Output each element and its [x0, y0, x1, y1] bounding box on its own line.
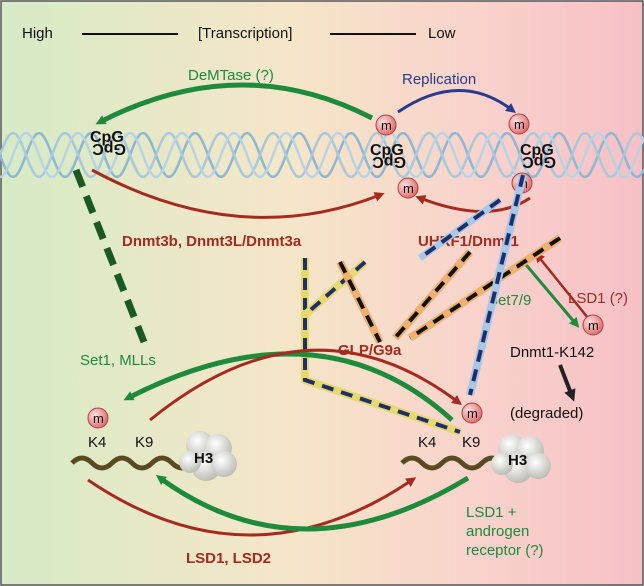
lsd1-q-arrow — [534, 252, 589, 319]
label-high: High — [22, 25, 53, 42]
label-low: Low — [428, 25, 456, 42]
label-dnmt1-k142: Dnmt1-K142 — [510, 344, 594, 361]
methyl-mark-mid-bottom: m — [397, 177, 419, 199]
label-lsd1-plus: LSD1 + — [466, 504, 517, 521]
set79-arrow — [520, 259, 580, 328]
dna-strand-2 — [0, 131, 644, 179]
label-set1-mlls: Set1, MLLs — [80, 352, 156, 369]
cpg-left-bottom: GpC — [92, 140, 126, 157]
label-dnmt3: Dnmt3b, Dnmt3L/Dnmt3a — [122, 233, 302, 250]
methyl-mark-dnmt1: m — [582, 314, 604, 336]
histone-right-k4: K4 — [418, 434, 436, 451]
label-demtase: DeMTase (?) — [188, 67, 274, 84]
set1-mlls-arrow — [123, 351, 454, 422]
methyl-mark-left-k4: m — [87, 407, 109, 429]
svg-text:m: m — [93, 411, 104, 426]
histone-right-h3-blob — [491, 434, 551, 483]
svg-text:m: m — [514, 117, 525, 132]
label-lsd1-lsd2: LSD1, LSD2 — [186, 550, 271, 567]
svg-text:m: m — [467, 406, 478, 421]
histone-left-k4: K4 — [88, 434, 106, 451]
histone-right: K4 m K9 H3 — [400, 402, 551, 483]
demtase-arrow — [95, 82, 374, 125]
label-receptor: receptor (?) — [466, 542, 544, 559]
dashed-connectors — [72, 168, 563, 436]
label-set79: Set7/9 — [488, 292, 531, 309]
methyl-mark-right-top: m — [508, 113, 530, 135]
histone-right-k9: K9 — [462, 434, 480, 451]
dna-strand-1 — [0, 131, 644, 179]
cpg-right-top: CpG — [520, 142, 554, 159]
cpg-mid-top: CpG — [370, 142, 404, 159]
cpg-right-bottom: GpC — [522, 153, 556, 170]
histone-left-h3: H3 — [194, 450, 213, 467]
lsd1-androgen-arrow — [155, 475, 470, 532]
methyl-mark-mid: m — [375, 114, 397, 136]
cpg-left-top: CpG — [90, 129, 124, 146]
cpg-mid-bottom: GpC — [372, 153, 406, 170]
label-lsd1-q: LSD1 (?) — [568, 290, 628, 307]
dna-strand-3 — [0, 131, 644, 179]
replication-arrow — [397, 89, 516, 114]
methyl-mark-right-k9: m — [461, 402, 483, 424]
label-androgen: androgen — [466, 523, 529, 540]
histone-right-h3: H3 — [508, 452, 527, 469]
histone-left-k9: K9 — [135, 434, 153, 451]
lsd1-lsd2-arrow — [87, 477, 417, 537]
label-degraded: (degraded) — [510, 405, 583, 422]
degradation-arrow — [558, 364, 576, 402]
svg-text:m: m — [403, 181, 414, 196]
svg-text:m: m — [588, 318, 599, 333]
label-replication: Replication — [402, 71, 476, 88]
svg-text:m: m — [381, 118, 392, 133]
dnmt3-arrow — [91, 168, 385, 219]
g9a-methylation-arrow — [149, 348, 462, 422]
histone-left-h3-blob — [179, 431, 237, 481]
dna-helix — [0, 131, 644, 179]
label-transcription: [Transcription] — [198, 25, 292, 42]
histone-left: m K4 K9 H3 — [70, 407, 237, 481]
